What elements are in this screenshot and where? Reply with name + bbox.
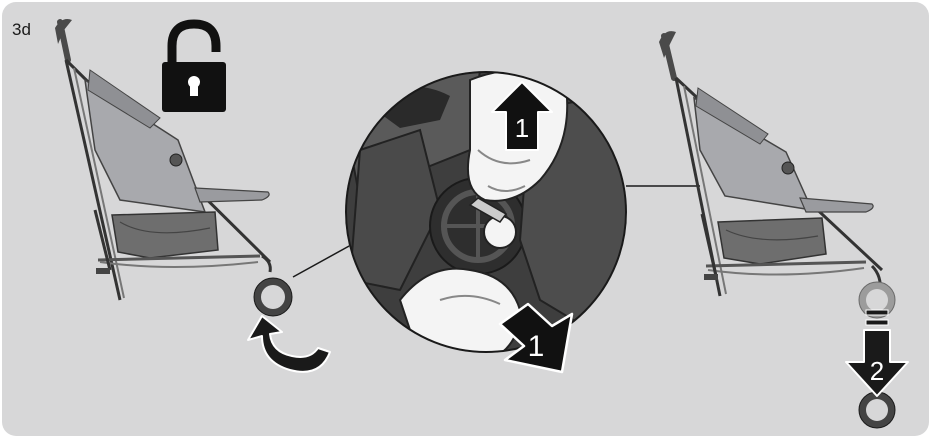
release-down-arrow: 2 — [845, 309, 909, 397]
hinge-indicator-right-top — [858, 281, 896, 319]
unlock-icon — [162, 19, 226, 112]
zoom-detail — [345, 71, 627, 353]
connector-line-left — [292, 239, 361, 278]
rotate-arrow-icon — [247, 315, 331, 373]
hinge-indicator-left — [253, 277, 293, 317]
stroller-left — [55, 19, 272, 301]
arrow-number-down: 1 — [528, 330, 545, 363]
push-up-arrow: 1 — [491, 81, 553, 151]
step-label: 3d — [12, 20, 31, 39]
pull-down-arrow: 1 — [498, 302, 574, 374]
stroller-right — [659, 31, 884, 297]
arrow-number-up: 1 — [515, 113, 529, 143]
hinge-indicator-right-bottom — [858, 391, 896, 429]
arrow-number-release: 2 — [870, 356, 884, 386]
